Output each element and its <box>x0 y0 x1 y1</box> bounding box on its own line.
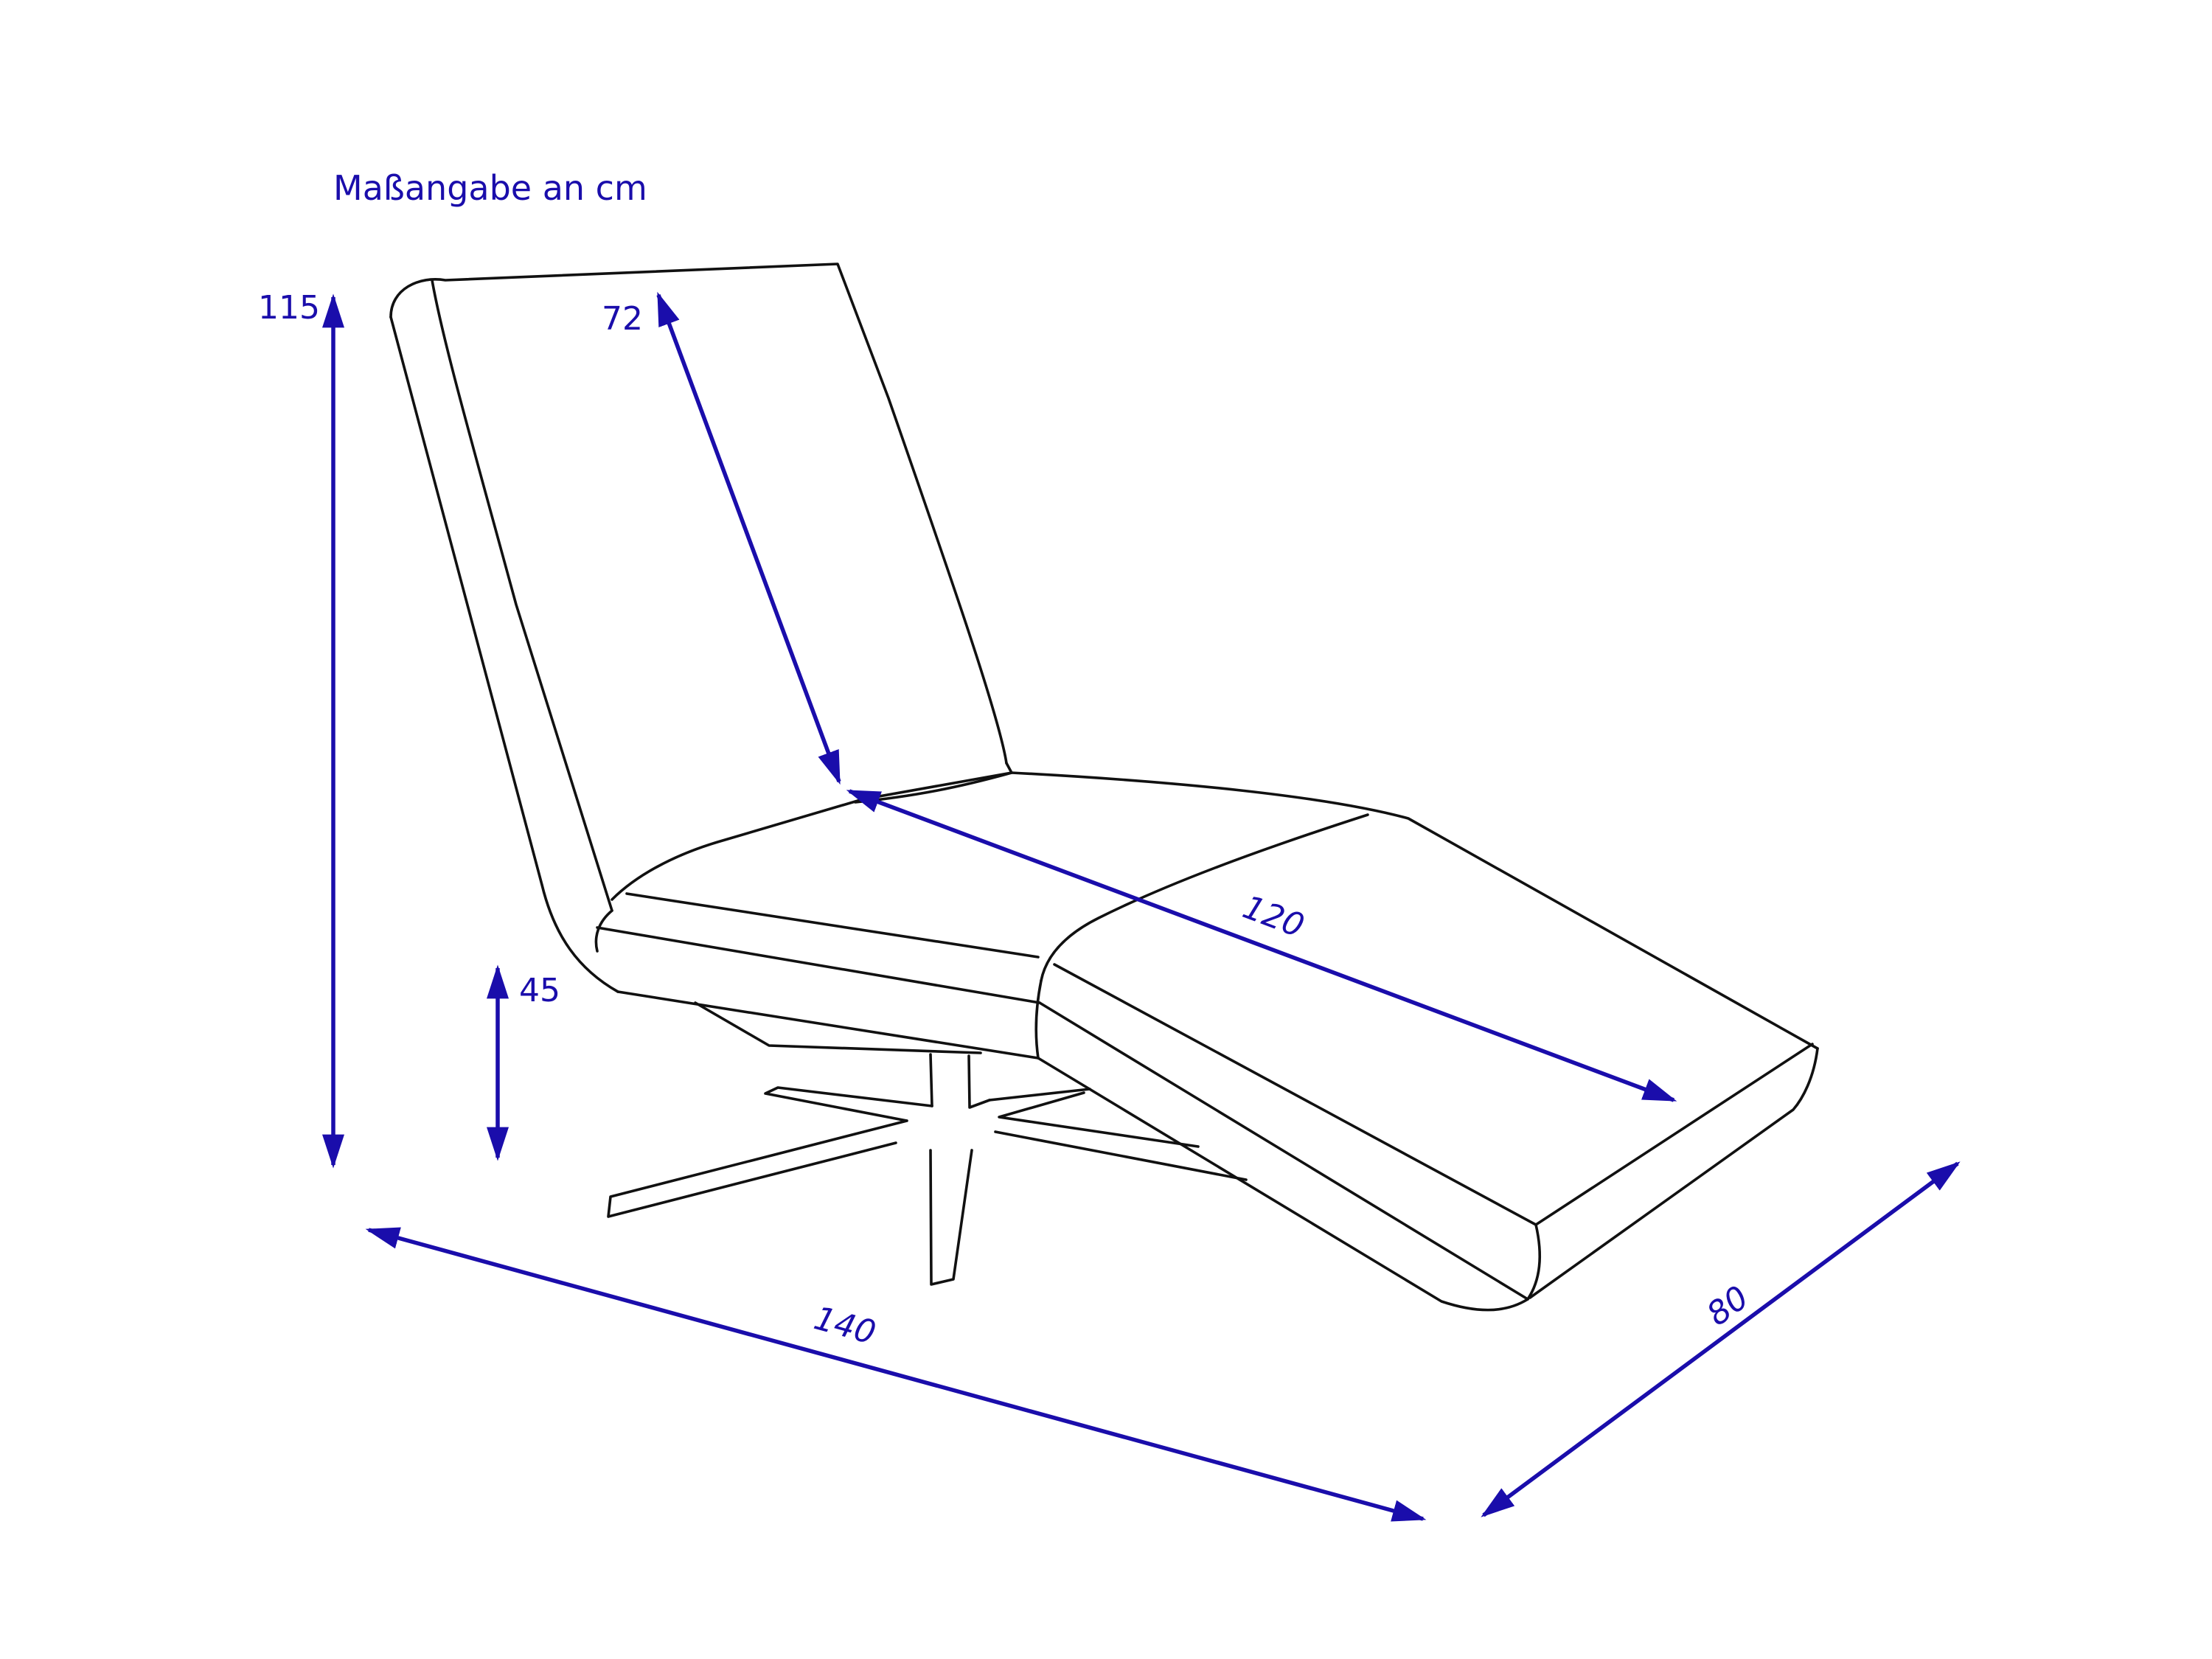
dim-backrest-line <box>656 291 841 785</box>
dim-seat-length-line <box>846 789 1677 1102</box>
cushion-edge-middle <box>596 926 1041 1004</box>
legrest-end-curve <box>1526 1223 1542 1301</box>
dimension-lines <box>322 291 1961 1522</box>
legrest-side-lower <box>1037 1057 1529 1312</box>
dim-label-backrest: 72 <box>602 300 643 338</box>
dim-label-seat-height: 45 <box>519 972 560 1009</box>
dim-label-seat-length: 120 <box>1238 888 1310 945</box>
cushion-edge-upper <box>625 892 1040 959</box>
dim-total-depth-line <box>1481 1161 1961 1517</box>
backrest-outline <box>389 262 1008 765</box>
base-leg-right <box>988 1088 1248 1181</box>
base-stem <box>929 1053 991 1109</box>
backrest-front-edge <box>389 316 619 993</box>
unit-caption: Maßangabe an cm <box>333 168 647 208</box>
dim-label-total-depth: 80 <box>1700 1279 1756 1333</box>
legrest-end-cap <box>1528 1047 1819 1299</box>
base-leg-left <box>607 1086 933 1218</box>
cushion-joint <box>1034 979 1043 1060</box>
dim-label-total-length: 140 <box>810 1299 880 1352</box>
legrest-side-upper <box>1038 1001 1529 1301</box>
seat-fold-line <box>1040 813 1369 982</box>
dim-total-length-line <box>365 1227 1427 1522</box>
cushion-front-curve <box>594 909 613 953</box>
dim-label-total-height: 115 <box>258 289 320 327</box>
chair-drawing <box>389 262 1819 1312</box>
seat-top-left <box>611 762 1013 901</box>
backrest-side-face <box>431 279 613 912</box>
base-leg-front <box>929 1149 973 1286</box>
legrest-top-edge <box>1053 963 1814 1226</box>
dimension-labels: 115 72 45 120 140 80 <box>258 289 1756 1352</box>
